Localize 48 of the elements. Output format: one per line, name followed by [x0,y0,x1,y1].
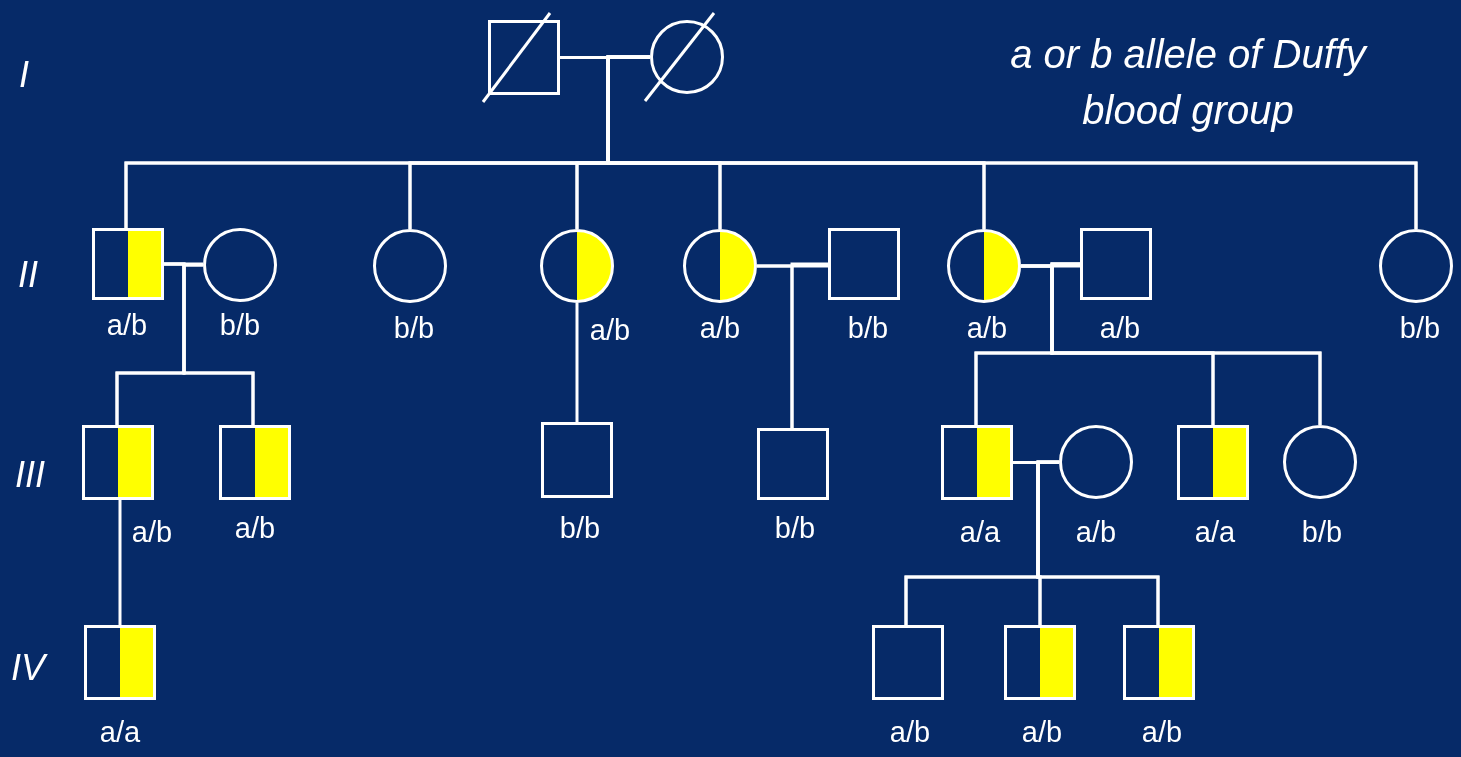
genotype-label: a/a [959,515,1001,549]
pedigree-circle [373,229,447,303]
genotype-label: a/b [1021,715,1063,749]
pedigree-square [941,425,1013,500]
genotype-label: a/b [234,511,276,545]
pedigree-circle [1379,229,1453,303]
pedigree-square [828,228,900,300]
pedigree-circle [1059,425,1133,499]
generation-label: III [15,454,45,496]
genotype-label: b/b [559,511,601,545]
genotype-label: a/b [106,308,148,342]
genotype-label: a/a [99,715,141,749]
genotype-label: b/b [1399,311,1441,345]
genotype-label: b/b [774,511,816,545]
pedigree-square [541,422,613,498]
genotype-label: a/b [699,311,741,345]
genotype-label: a/b [1141,715,1183,749]
pedigree-square [82,425,154,500]
pedigree-circle [1283,425,1357,499]
pedigree-square [219,425,291,500]
pedigree-square [1123,625,1195,700]
genotype-label: a/b [966,311,1008,345]
pedigree-square [757,428,829,500]
pedigree-square [1004,625,1076,700]
pedigree-square [1080,228,1152,300]
descent-line [790,262,828,428]
descent-line [1036,460,1160,625]
genotype-label: b/b [393,311,435,345]
descent-line [575,303,579,422]
pedigree-square [872,625,944,700]
generation-label: I [19,54,29,96]
pedigree-square [84,625,156,700]
descent-line [118,500,122,625]
pedigree-circle [203,228,277,302]
genotype-label: a/b [131,515,173,549]
genotype-label: a/b [1075,515,1117,549]
generation-label: II [18,254,38,296]
genotype-label: a/b [1099,311,1141,345]
genotype-label: b/b [847,311,889,345]
legend-note: a or b allele of Duffy blood group [1009,31,1368,134]
descent-line [182,263,255,425]
pedigree-square [92,228,164,300]
genotype-label: a/b [889,715,931,749]
genotype-label: b/b [1301,515,1343,549]
genotype-label: b/b [219,308,261,342]
pedigree-square [1177,425,1249,500]
genotype-label: a/b [589,313,631,347]
genotype-label: a/a [1194,515,1236,549]
